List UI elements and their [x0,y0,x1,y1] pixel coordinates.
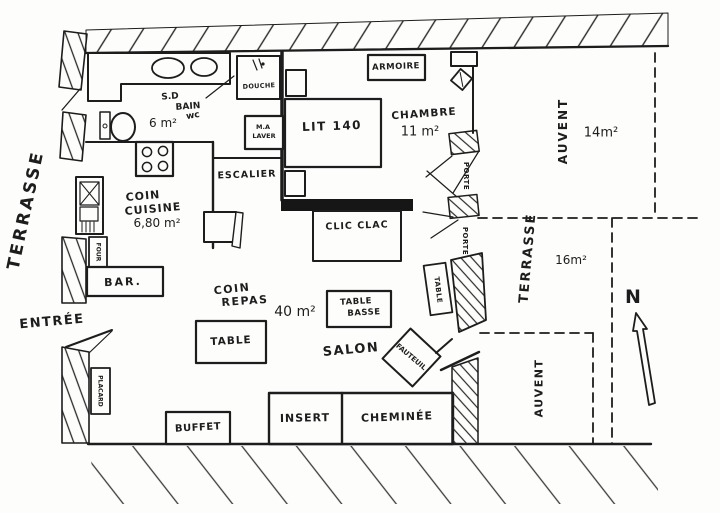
insert-cheminee-box [267,391,455,446]
label-north: N [625,286,641,308]
door-1 [448,129,480,156]
stove [134,140,175,178]
terrace-door-swing [61,88,81,111]
label-machine-a-laver-2: LAVER [252,132,276,140]
thick-wall-band [281,199,413,211]
salon-door-leaf [439,350,481,372]
label-machine-a-laver-1: M.A [256,123,270,131]
terrace-bench [450,252,487,333]
shower-head-icon [261,62,265,66]
label-table-basse-1: TABLE [339,296,373,308]
top-wall-step [450,51,478,67]
nightstand-bottom [284,170,306,197]
toilet-tank [99,111,111,140]
outer-walls [58,12,670,504]
stairs [203,140,282,250]
label-sdb-1: S.D [160,91,180,103]
label-armoire: ARMOIRE [371,61,421,73]
terrace-area [422,52,698,445]
living-room [164,210,481,446]
washbasin-right [190,57,218,77]
label-cuisine-area: 6,80 m² [133,216,181,230]
boundary-dashed-lines [477,52,698,445]
bedroom [243,50,480,239]
label-table-basse-2: BASSE [347,307,381,319]
left-pillar-1 [58,30,88,91]
label-escalier: ESCALIER [217,168,277,182]
corner-pillar [451,357,479,445]
label-insert: INSERT [279,411,331,425]
label-chambre-area: 11 m² [400,124,440,140]
window-icon [450,68,473,91]
label-douche: DOUCHE [242,81,276,91]
label-porte-1: PORTE [462,161,470,191]
stair-landing [203,211,237,243]
door-2 [447,193,480,220]
terrace-table-label-box [422,261,454,317]
entrance-door-leaf [65,329,113,348]
label-sdb-area: 6 m² [149,116,177,130]
left-pillar-2 [59,111,87,162]
label-porte-2: PORTE [461,226,469,256]
label-bar: BAR. [103,274,143,290]
bathroom [85,52,281,143]
bed-rect [283,97,383,169]
label-auvent-bottom: AUVENT [532,358,546,418]
left-wall-kitchen [61,236,87,304]
fauteuil-box [381,327,442,388]
label-table: TABLE [210,333,252,349]
kitchen [75,140,175,298]
label-cheminee: CHEMINÉE [360,409,434,425]
buffet-box [164,410,232,446]
armoire-box [366,53,427,82]
left-wall-lower [61,346,90,444]
label-clic-clac: CLIC CLAC [325,219,389,233]
sdb-pointer-line [205,75,235,99]
washbasin-left [151,57,185,79]
label-repas-area: 40 m² [274,304,316,320]
clic-clac-box [312,210,402,262]
table-basse-box [325,289,393,329]
entrance [65,329,113,415]
toilet-bowl [110,112,136,142]
north-arrow [632,312,656,406]
bar-box [85,265,165,298]
dining-table-box [194,319,268,365]
stair-flap [231,211,244,249]
nightstand-top [285,69,307,97]
label-placard: PLACARD [96,375,104,407]
placard-box [90,367,111,415]
label-lit: LIT 140 [301,117,363,135]
bottom-wall-hatch [89,446,659,504]
washing-machine-box [243,114,285,151]
label-auvent-top-area: 14m² [583,125,619,141]
label-four: FOUR [94,242,102,262]
shower-box [236,55,281,100]
label-auvent-top: AUVENT [556,97,570,165]
label-terrasse-right-area: 16m² [555,253,587,267]
